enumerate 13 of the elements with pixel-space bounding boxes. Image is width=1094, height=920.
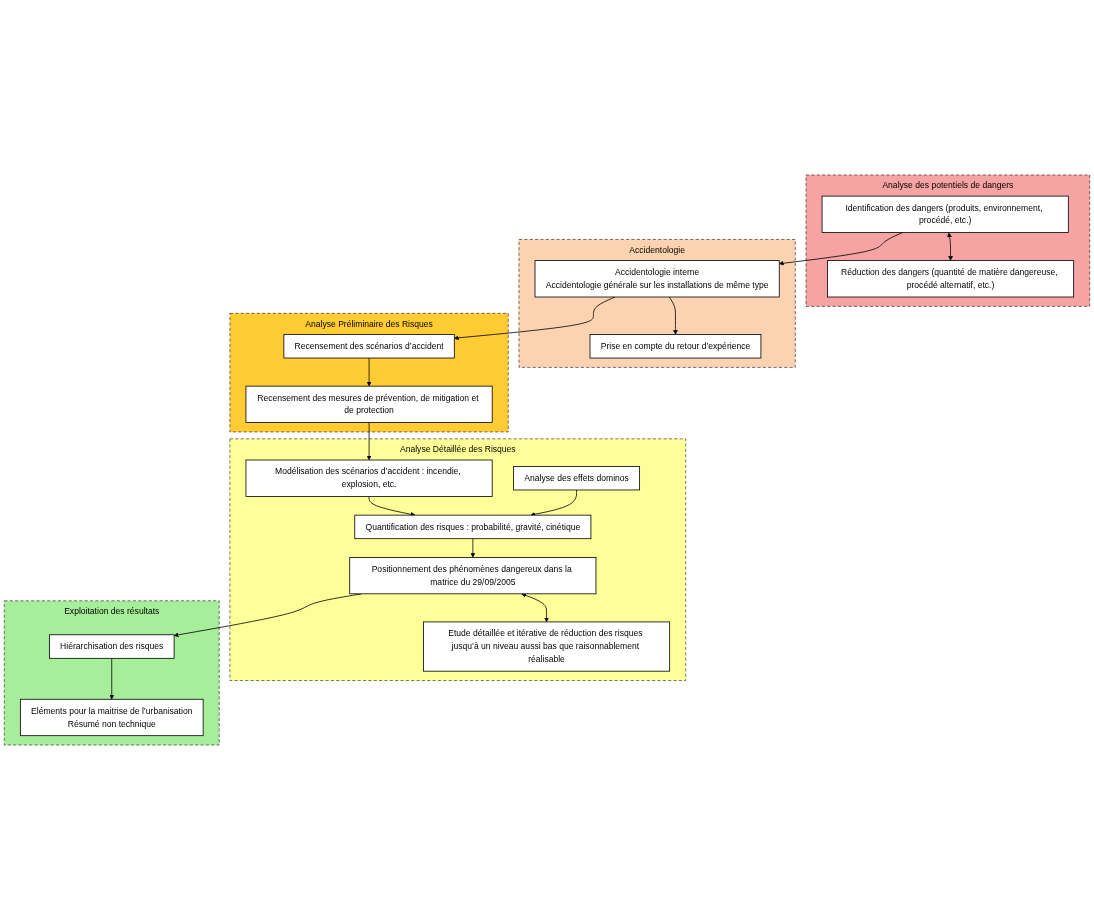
node-box: Recensement des mesures de prévention, de mitigation et de protection — [245, 385, 493, 423]
node-box: Identification des dangers (produits, environnement, procédé, etc.) — [821, 195, 1069, 233]
node-box: Modélisation des scénarios d’accident : incendie, explosion, etc. — [245, 459, 493, 497]
node-box: Accidentologie interne Accidentologie générale sur les installations de même type — [534, 260, 780, 298]
node-box: Hiérarchisation des risques — [49, 634, 175, 659]
node-box: Prise en compte du retour d’expérience — [589, 334, 762, 359]
node-box: Réduction des dangers (quantité de matière dangereuse, procédé alternatif, etc.) — [827, 260, 1075, 298]
node-box: Analyse des effets dominos — [513, 466, 640, 491]
node-box: Etude détaillée et itérative de réduction des risques jusqu’à un niveau aussi bas que raisonnablement réalisable — [423, 621, 671, 672]
node-box: Quantification des risques : probabilité, gravité, cinétique — [354, 514, 592, 540]
node-box: Eléments pour la maitrise de l’urbanisation Résumé non technique — [19, 698, 204, 737]
node-box: Recensement des scénarios d’accident — [283, 334, 455, 359]
node-box: Positionnement des phénomènes dangereux dans la matrice du 29/09/2005 — [349, 557, 597, 595]
